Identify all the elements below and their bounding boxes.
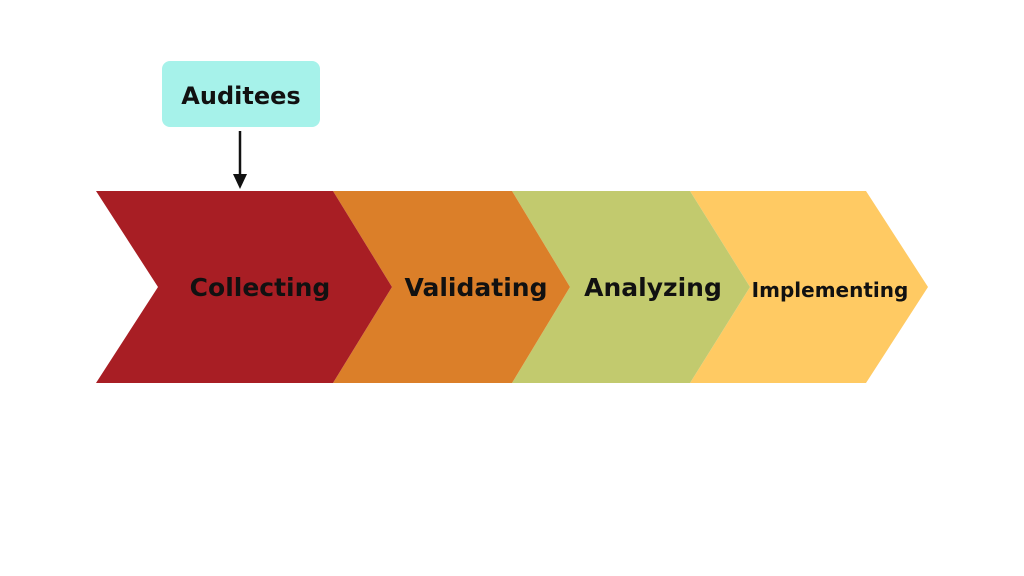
stage-collecting-label: Collecting <box>190 273 331 302</box>
stage-validating-chevron <box>333 191 570 383</box>
callout-arrow <box>233 131 247 189</box>
stage-analyzing: Analyzing <box>512 191 750 383</box>
stage-analyzing-chevron <box>512 191 750 383</box>
stage-implementing: Implementing <box>690 191 928 383</box>
stage-collecting-chevron <box>96 191 392 383</box>
auditees-callout: Auditees <box>162 61 320 127</box>
stage-implementing-label: Implementing <box>752 278 909 302</box>
auditees-callout-label: Auditees <box>181 82 300 110</box>
down-arrow-icon <box>233 174 247 189</box>
stage-implementing-chevron <box>690 191 928 383</box>
stage-validating: Validating <box>333 191 570 383</box>
stage-collecting: Collecting <box>96 191 392 383</box>
auditees-callout-box <box>162 61 320 127</box>
stage-validating-label: Validating <box>405 273 548 302</box>
stage-analyzing-label: Analyzing <box>584 273 722 302</box>
